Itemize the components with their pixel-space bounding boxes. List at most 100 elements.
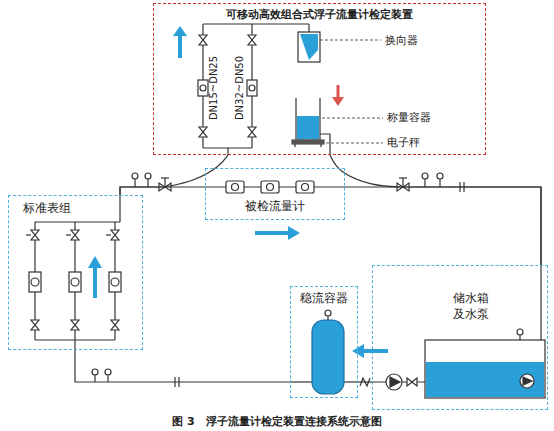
pipe-connector xyxy=(330,155,541,265)
diverter-symbol xyxy=(300,34,318,60)
valve-symbol xyxy=(111,230,119,240)
valve-symbol xyxy=(407,378,417,386)
dashed-group-box: 可移动高效组合式浮子流量计检定装置 xyxy=(153,3,486,155)
part-label: 电子秤 xyxy=(387,136,420,149)
gauge-symbol xyxy=(147,179,148,187)
valve-symbol xyxy=(71,320,79,330)
meter-symbol xyxy=(109,272,121,292)
flow-arrow xyxy=(255,231,290,235)
pipe xyxy=(35,221,120,222)
pipe xyxy=(320,134,330,155)
vessel-tank xyxy=(312,320,344,394)
meter-symbol xyxy=(302,184,309,191)
diverter-symbol xyxy=(298,32,320,62)
meter-symbol xyxy=(226,181,244,193)
group-heading: 稳流容器 xyxy=(300,291,348,305)
figure-caption: 图 3 浮子流量计检定装置连接系统示意图 xyxy=(172,414,381,429)
meter-symbol xyxy=(261,181,279,193)
valve-handle xyxy=(66,234,71,235)
weighing-container xyxy=(296,98,320,140)
pipe-size-label: DN15~DN25 xyxy=(208,56,220,120)
dashed-group-box: 被检流量计 xyxy=(205,168,345,220)
valve-symbol xyxy=(199,127,207,137)
dashed-group-box: 标准表组 xyxy=(8,195,143,350)
gauge-symbol xyxy=(519,335,520,340)
gauge-symbol xyxy=(94,375,95,382)
valve-symbol xyxy=(248,127,256,137)
pipe-connector xyxy=(358,381,372,382)
flow-arrow xyxy=(88,256,102,268)
flow-arrow xyxy=(93,266,97,298)
leader-line xyxy=(322,118,383,119)
pipe xyxy=(119,195,120,222)
meter-symbol xyxy=(296,181,314,193)
valve-handle xyxy=(399,177,407,178)
gauge-symbol xyxy=(424,179,425,187)
flow-arrow xyxy=(332,97,344,106)
flow-arrow xyxy=(178,34,182,58)
flow-arrow xyxy=(288,226,300,240)
valve-handle xyxy=(402,178,403,187)
pipe xyxy=(203,23,309,24)
meter-symbol xyxy=(71,278,79,286)
pump-symbol xyxy=(386,374,402,390)
valve-symbol xyxy=(71,230,79,240)
flow-arrow xyxy=(337,85,340,98)
meter-symbol xyxy=(31,278,39,286)
valve-symbol xyxy=(111,320,119,330)
valve-handle xyxy=(164,178,165,187)
scale-symbol xyxy=(294,144,295,147)
group-heading: 储水箱 及水泵 xyxy=(453,290,496,322)
gauge-symbol xyxy=(107,375,108,382)
pipe-connector xyxy=(120,187,205,195)
gauge-symbol xyxy=(422,173,428,179)
pump-symbol xyxy=(520,374,534,388)
water-tank xyxy=(425,340,545,398)
valve-symbol xyxy=(31,320,39,330)
meter-symbol xyxy=(267,184,274,191)
flow-arrow xyxy=(362,349,388,353)
gauge-symbol xyxy=(517,329,523,335)
scale-symbol xyxy=(320,144,321,147)
meter-symbol xyxy=(232,184,239,191)
meter-symbol xyxy=(69,272,81,292)
part-label: 称量容器 xyxy=(387,111,431,124)
pipe-connector xyxy=(345,187,541,265)
pipe xyxy=(290,381,312,382)
meter-symbol xyxy=(198,80,208,96)
group-heading: 被检流量计 xyxy=(245,199,305,213)
gauge-symbol xyxy=(437,173,443,179)
pump-symbol xyxy=(390,377,400,387)
pipe xyxy=(344,381,358,382)
scale-symbol xyxy=(292,140,324,144)
pipe-size-label: DN32~DN50 xyxy=(234,56,246,120)
gauge-symbol xyxy=(134,179,135,187)
meter-symbol xyxy=(249,85,255,91)
meter-symbol xyxy=(247,80,257,96)
gauge-symbol xyxy=(145,173,151,179)
group-heading: 标准表组 xyxy=(23,201,71,215)
valve-handle xyxy=(106,234,111,235)
meter-symbol xyxy=(200,85,206,91)
dashed-group-box: 稳流容器 xyxy=(290,286,358,398)
gauge-symbol xyxy=(439,179,440,187)
pipe xyxy=(308,24,309,32)
gauge-symbol xyxy=(92,369,98,375)
meter-symbol xyxy=(29,272,41,292)
water-fill xyxy=(426,362,544,397)
pump-symbol xyxy=(523,377,532,385)
valve-symbol xyxy=(248,35,256,45)
valve-handle xyxy=(161,177,169,178)
part-label: 换向器 xyxy=(385,34,418,47)
gauge-symbol xyxy=(132,173,138,179)
valve-handle xyxy=(26,234,31,235)
leader-line xyxy=(320,40,381,41)
valve-symbol xyxy=(31,230,39,240)
leader-line xyxy=(326,143,383,144)
gauge-symbol xyxy=(105,369,111,375)
gauge-symbol xyxy=(327,316,328,320)
flow-arrow xyxy=(352,344,364,358)
flow-arrow xyxy=(173,26,187,36)
